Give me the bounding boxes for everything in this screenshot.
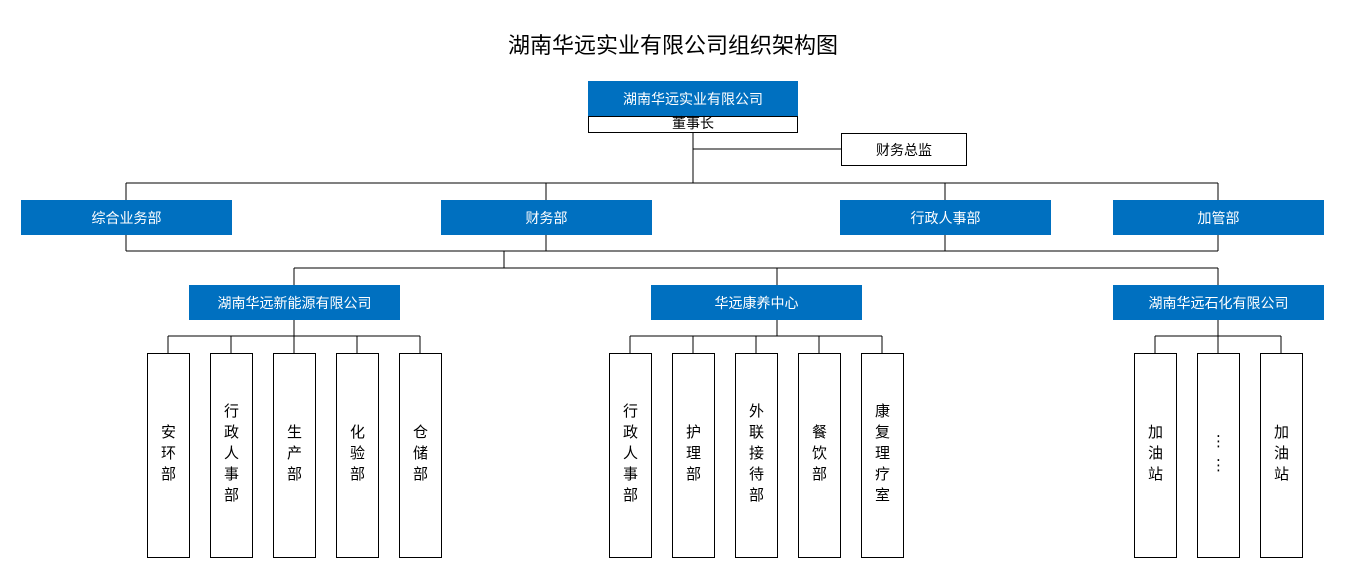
unit-box: ⋮⋮	[1197, 353, 1240, 558]
unit-label: 加油站	[1272, 424, 1290, 487]
unit-label: 仓储部	[411, 424, 429, 487]
unit-box: 化验部	[336, 353, 379, 558]
unit-box: 行政人事部	[609, 353, 652, 558]
dept-box: 行政人事部	[840, 200, 1051, 235]
unit-label: 行政人事部	[621, 403, 639, 508]
dept-box: 加管部	[1113, 200, 1324, 235]
unit-label: 餐饮部	[810, 424, 828, 487]
unit-box: 加油站	[1260, 353, 1303, 558]
subsidiary-box: 湖南华远新能源有限公司	[189, 285, 400, 320]
cfo-box: 财务总监	[841, 133, 967, 166]
unit-label: 加油站	[1146, 424, 1164, 487]
unit-label: 康复理疗室	[873, 403, 891, 508]
unit-box: 外联接待部	[735, 353, 778, 558]
unit-label: 安环部	[159, 424, 177, 487]
unit-box: 仓储部	[399, 353, 442, 558]
unit-box: 餐饮部	[798, 353, 841, 558]
ellipsis-label: ⋮⋮	[1209, 431, 1228, 480]
unit-box: 加油站	[1134, 353, 1177, 558]
unit-label: 护理部	[684, 424, 702, 487]
dept-box: 财务部	[441, 200, 652, 235]
chart-title: 湖南华远实业有限公司组织架构图	[507, 34, 838, 59]
unit-label: 外联接待部	[747, 403, 765, 508]
unit-label: 化验部	[348, 424, 366, 487]
dept-box: 综合业务部	[21, 200, 232, 235]
unit-box: 护理部	[672, 353, 715, 558]
top-company-box: 湖南华远实业有限公司	[588, 81, 798, 116]
unit-box: 安环部	[147, 353, 190, 558]
unit-box: 康复理疗室	[861, 353, 904, 558]
unit-box: 生产部	[273, 353, 316, 558]
subsidiary-box: 华远康养中心	[651, 285, 862, 320]
chairman-box: 董事长	[588, 116, 798, 133]
unit-label: 生产部	[285, 424, 303, 487]
subsidiary-box: 湖南华远石化有限公司	[1113, 285, 1324, 320]
unit-box: 行政人事部	[210, 353, 253, 558]
unit-label: 行政人事部	[222, 403, 240, 508]
